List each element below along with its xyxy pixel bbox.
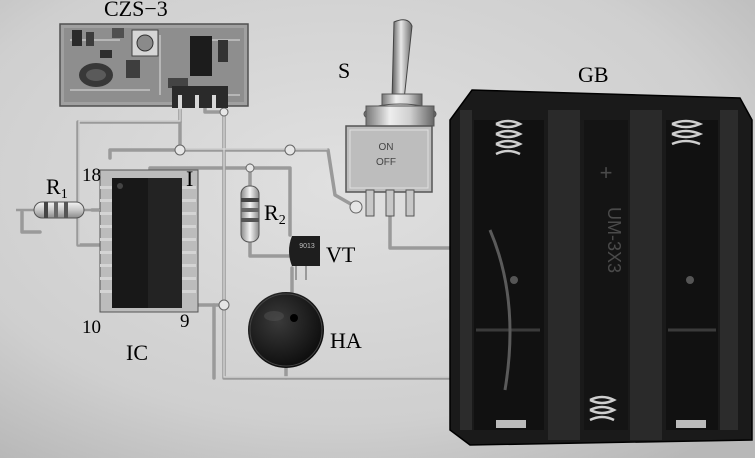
resistor-r2 (240, 185, 260, 243)
pin-9-label: 9 (180, 311, 190, 332)
switch-off-mark: OFF (376, 157, 396, 168)
transistor-vt: 9013 (289, 236, 320, 280)
integrated-circuit (99, 169, 199, 313)
module-label: CZS−3 (104, 0, 168, 21)
r2-letter: R (264, 200, 279, 225)
pin-10-label: 10 (82, 317, 101, 338)
transistor-label: VT (326, 242, 356, 267)
r1-label: R1 (46, 174, 68, 202)
switch-on-mark: ON (379, 142, 394, 153)
battery-holder: UM-3X3 + (449, 89, 753, 446)
r2-subscript: 2 (278, 213, 286, 228)
r1-subscript: 1 (60, 187, 68, 202)
receiver-module (59, 23, 249, 109)
buzzer-ha (248, 292, 324, 368)
pin-18-label: 18 (82, 165, 101, 186)
pin-1-label: I (186, 166, 194, 191)
toggle-switch: ON OFF (345, 19, 437, 217)
r2-label: R2 (264, 200, 286, 228)
battery-label: GB (578, 62, 609, 87)
buzzer-label: HA (330, 328, 362, 353)
transistor-code: 9013 (299, 243, 315, 250)
battery-plus-mark: + (600, 160, 613, 185)
r1-letter: R (46, 174, 61, 199)
battery-embossed-text: UM-3X3 (604, 207, 624, 273)
switch-label: S (338, 58, 351, 83)
resistor-r1 (16, 201, 100, 219)
ic-label: IC (126, 340, 148, 365)
